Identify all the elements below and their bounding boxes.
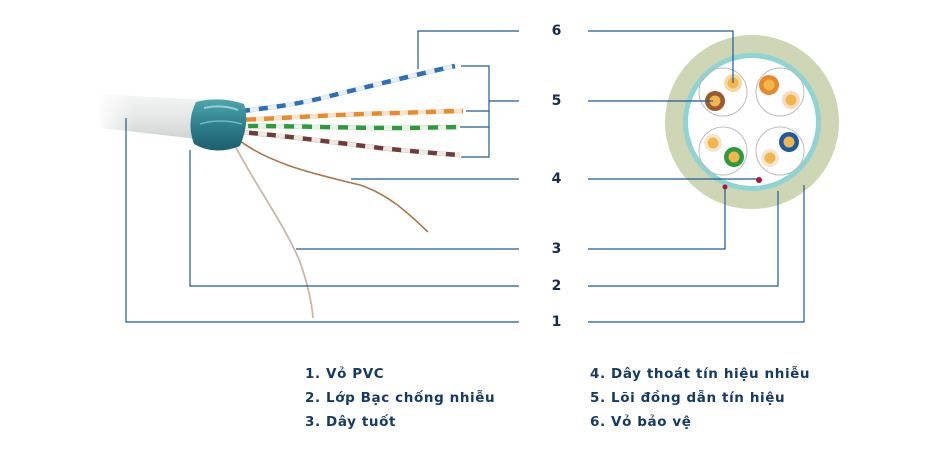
callout-number-4: 4	[551, 171, 563, 187]
pair-top-right	[755, 67, 805, 117]
callout-number-1: 1	[551, 314, 563, 330]
cable-side-view	[95, 63, 464, 319]
leader-1-left	[125, 118, 519, 323]
rip-cord	[231, 139, 314, 319]
cable-cross-section	[665, 35, 839, 209]
callout-number-3: 3	[551, 241, 563, 257]
leader-3-right	[588, 189, 726, 250]
legend-item-3: 3. Dây tuốt	[305, 414, 397, 430]
twisted-pairs	[231, 63, 464, 158]
drain-wire	[235, 137, 429, 233]
inner-core-area	[688, 58, 816, 186]
legend-item-2: 2. Lớp Bạc chống nhiễu	[305, 390, 496, 406]
leader-2-right	[588, 191, 779, 287]
legend-item-5: 5. Lõi đồng dẫn tín hiệu	[590, 390, 786, 406]
jacket-fade	[95, 88, 135, 136]
leader-2-left	[189, 150, 519, 287]
drain-dot	[756, 177, 762, 183]
callout-number-5: 5	[551, 93, 563, 109]
callout-number-6: 6	[551, 23, 563, 39]
leader-1-right	[588, 185, 805, 323]
legend-item-1: 1. Vỏ PVC	[305, 366, 385, 382]
legend-item-6: 6. Vỏ bảo vệ	[590, 414, 692, 430]
callout-number-2: 2	[551, 278, 563, 294]
legend-item-4: 4. Dây thoát tín hiệu nhiễu	[590, 366, 811, 382]
pair-bottom-right	[755, 126, 805, 176]
drain-dot-2	[722, 184, 728, 190]
leader-6-left	[417, 30, 519, 69]
foil-shield	[190, 99, 247, 151]
leader-6-right	[588, 30, 734, 83]
pair-bottom-left	[698, 126, 748, 176]
leader-lines	[125, 30, 805, 323]
